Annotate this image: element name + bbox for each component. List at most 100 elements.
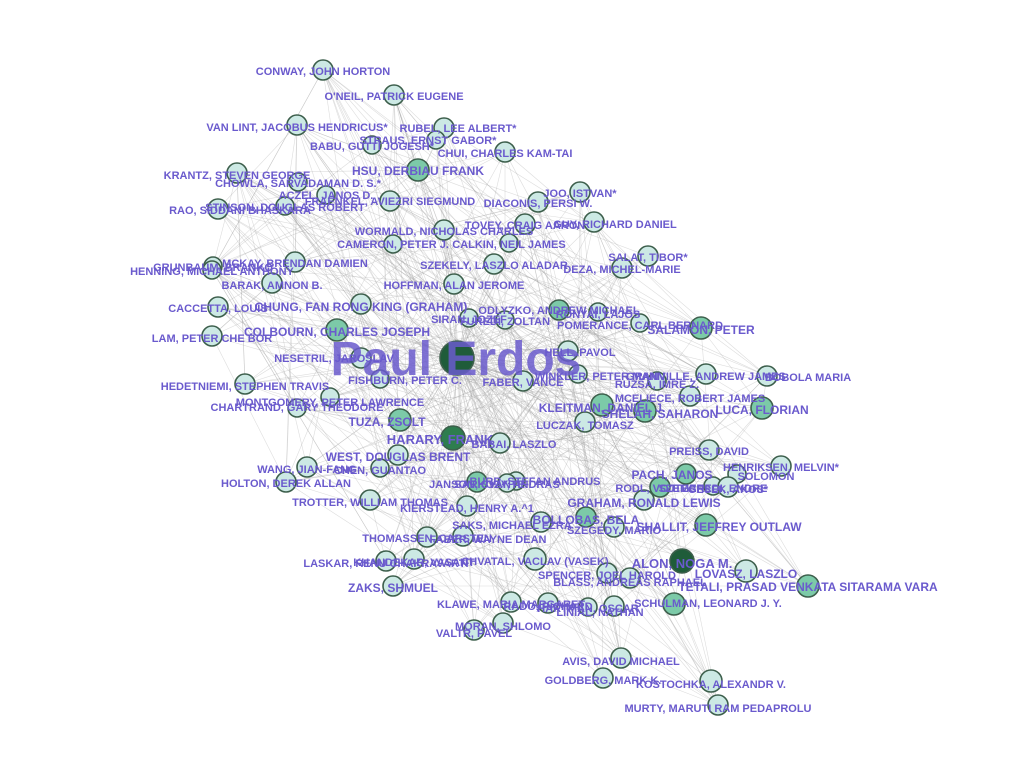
node-n50[interactable] — [287, 398, 307, 418]
node-n11[interactable] — [316, 185, 336, 205]
node-n92[interactable] — [537, 592, 559, 614]
node-n40[interactable] — [350, 347, 372, 369]
node-n14[interactable] — [527, 191, 549, 213]
node-n87[interactable] — [734, 559, 758, 583]
node-n96[interactable] — [492, 612, 514, 634]
node-n21[interactable] — [499, 233, 519, 253]
node-n20[interactable] — [383, 234, 403, 254]
node-n46[interactable] — [756, 365, 778, 387]
edge — [468, 317, 712, 682]
node-n39[interactable] — [325, 318, 349, 342]
node-n51[interactable] — [679, 385, 701, 407]
node-n30[interactable] — [207, 296, 229, 318]
node-n12[interactable] — [379, 190, 401, 212]
node-n43[interactable] — [512, 370, 534, 392]
node-n77[interactable] — [530, 511, 552, 533]
node-n41[interactable] — [557, 340, 579, 362]
node-n55[interactable] — [388, 408, 412, 432]
node-n98[interactable] — [610, 647, 632, 669]
node-n75[interactable] — [456, 495, 478, 517]
node-n86[interactable] — [596, 562, 618, 584]
node-n95[interactable] — [662, 592, 686, 616]
node-n5[interactable] — [426, 130, 446, 150]
node-n74[interactable] — [633, 489, 655, 511]
node-n88[interactable] — [619, 567, 641, 589]
node-n63[interactable] — [770, 455, 792, 477]
node-n80[interactable] — [416, 526, 438, 548]
node-n93[interactable] — [603, 595, 625, 617]
node-n7[interactable] — [494, 141, 516, 163]
node-n25[interactable] — [202, 260, 222, 280]
node-n29[interactable] — [443, 273, 465, 295]
edge-center-n48 — [244, 357, 458, 385]
node-n67[interactable] — [275, 471, 297, 493]
node-n53[interactable] — [633, 399, 657, 423]
node-n56[interactable] — [574, 411, 596, 433]
node-n81[interactable] — [452, 525, 474, 547]
node-n101[interactable] — [707, 694, 729, 716]
node-n83[interactable] — [375, 550, 397, 572]
node-n45[interactable] — [695, 363, 717, 385]
node-n32[interactable] — [548, 299, 570, 321]
node-n48[interactable] — [234, 373, 256, 395]
node-n90[interactable] — [382, 575, 404, 597]
node-n17[interactable] — [514, 213, 536, 235]
node-n94[interactable] — [578, 597, 598, 617]
node-n59[interactable] — [698, 439, 720, 461]
node-n79[interactable] — [694, 513, 718, 537]
node-n73[interactable] — [359, 489, 381, 511]
node-n60[interactable] — [387, 444, 409, 466]
node-n57[interactable] — [440, 425, 466, 451]
node-n38[interactable] — [201, 325, 223, 347]
node-n10[interactable] — [288, 172, 308, 192]
node-n64[interactable] — [675, 463, 697, 485]
node-n18[interactable] — [583, 211, 605, 233]
node-n78[interactable] — [603, 516, 625, 538]
edge — [284, 205, 454, 439]
node-n68[interactable] — [466, 471, 488, 493]
node-n84[interactable] — [403, 548, 425, 570]
node-n54[interactable] — [750, 396, 774, 420]
node-n47[interactable] — [647, 371, 667, 391]
node-n19[interactable] — [433, 219, 455, 241]
node-n91[interactable] — [500, 591, 522, 613]
node-n44[interactable] — [568, 364, 588, 384]
node-n27[interactable] — [611, 257, 633, 279]
node-n42[interactable] — [370, 369, 390, 389]
node-n72[interactable] — [717, 476, 739, 498]
node-n85[interactable] — [523, 547, 547, 571]
node-n26[interactable] — [483, 253, 505, 275]
node-n24[interactable] — [284, 251, 306, 273]
node-n82[interactable] — [669, 548, 695, 574]
node-n49[interactable] — [320, 387, 340, 407]
node-n97[interactable] — [463, 619, 485, 641]
node-n89[interactable] — [796, 574, 820, 598]
node-n9[interactable] — [226, 162, 248, 184]
node-n62[interactable] — [370, 458, 390, 478]
center-node[interactable] — [439, 340, 475, 376]
node-n58[interactable] — [489, 432, 511, 454]
node-n3[interactable] — [286, 114, 308, 136]
node-n37[interactable] — [689, 316, 713, 340]
node-n34[interactable] — [495, 310, 515, 330]
node-n76[interactable] — [575, 506, 597, 528]
node-n52[interactable] — [590, 393, 614, 417]
node-n99[interactable] — [592, 667, 614, 689]
node-n8[interactable] — [406, 158, 430, 182]
node-n15[interactable] — [275, 196, 295, 216]
node-n1[interactable] — [312, 59, 334, 81]
node-n22[interactable] — [637, 245, 659, 267]
node-n36[interactable] — [630, 313, 650, 333]
node-n2[interactable] — [383, 84, 405, 106]
node-n13[interactable] — [569, 181, 591, 203]
node-n16[interactable] — [207, 198, 229, 220]
node-n31[interactable] — [350, 293, 372, 315]
node-n28[interactable] — [261, 272, 283, 294]
node-n100[interactable] — [699, 669, 723, 693]
node-n33[interactable] — [459, 308, 479, 328]
node-n6[interactable] — [362, 135, 382, 155]
node-n35[interactable] — [588, 302, 608, 322]
node-n69[interactable] — [649, 476, 671, 498]
node-n70[interactable] — [497, 473, 517, 493]
node-n61[interactable] — [296, 456, 318, 478]
